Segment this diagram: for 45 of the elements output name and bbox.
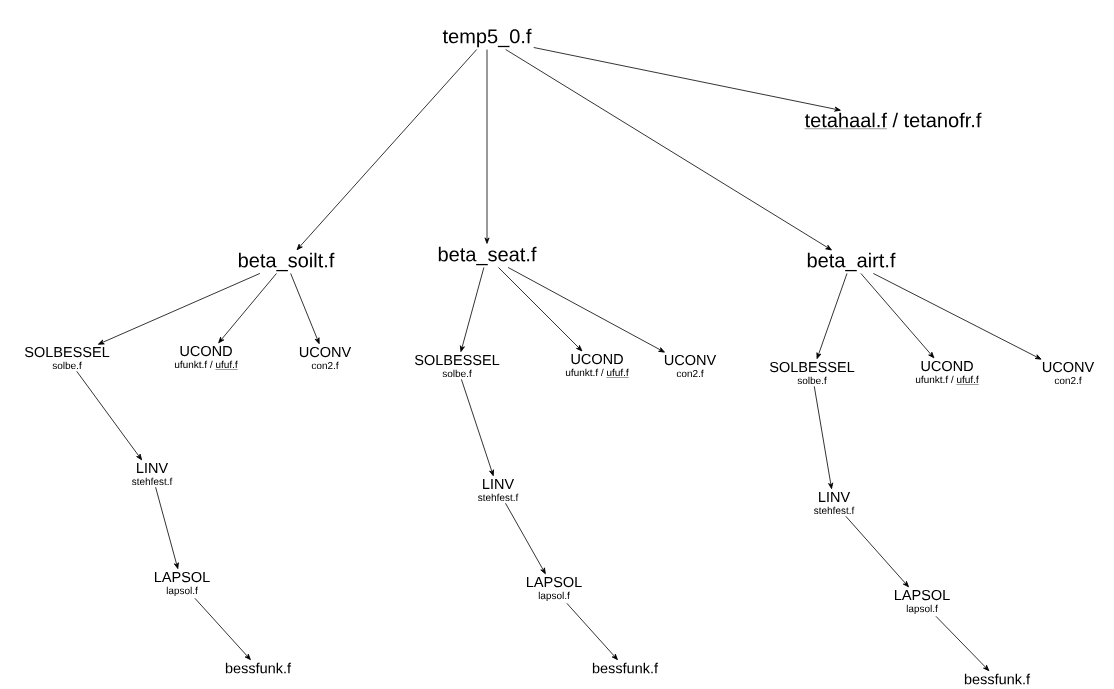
arrow [816, 273, 848, 359]
file-label: LINV stehfest.f [132, 462, 173, 486]
arrow [97, 273, 261, 345]
file-label: UCOND ufunkt.f / ufuf.f [174, 345, 238, 370]
arrow [505, 49, 832, 251]
arrow [845, 515, 909, 588]
file-label: bessfunk.f [225, 662, 292, 674]
arrow [860, 273, 935, 359]
arrow [484, 49, 490, 244]
file-label: LINV stehfest.f [814, 491, 855, 515]
file-label: SOLBESSEL solbe.f [414, 354, 500, 378]
arrow [505, 502, 546, 575]
file-label: tetahaal.f / tetanofr.f [804, 112, 982, 129]
file-label: LAPSOL lapsol.f [895, 589, 950, 615]
file-label: temp5_0.f [442, 28, 532, 48]
arrow [218, 273, 277, 344]
arrow [813, 385, 834, 490]
file-label: UCONV con2.f [664, 354, 717, 378]
file-label: UCOND ufunkt.f / ufuf.f [915, 360, 979, 385]
file-label: LINV stehfest.f [478, 478, 519, 502]
file-label: bessfunk.f [592, 662, 659, 674]
arrow [533, 47, 841, 112]
arrow [155, 486, 179, 569]
file-label: LAPSOL lapsol.f [527, 576, 582, 602]
file-label: beta_airt.f [807, 252, 896, 272]
arrow [498, 267, 583, 352]
arrow [507, 267, 665, 353]
file-label: beta_soilt.f [238, 252, 335, 272]
file-label: beta_seat.f [438, 246, 537, 266]
arrow [872, 273, 1042, 360]
arrow [459, 267, 485, 352]
arrow [296, 49, 478, 251]
arrow [194, 597, 251, 661]
arrow [76, 370, 143, 461]
arrow [461, 378, 494, 477]
file-label: bessfunk.f [964, 673, 1031, 685]
file-label: SOLBESSEL solbe.f [24, 346, 110, 370]
arrow [290, 273, 320, 345]
file-label: UCOND ufunkt.f / ufuf.f [565, 353, 629, 378]
file-label: SOLBESSEL solbe.f [769, 361, 855, 385]
file-label: LAPSOL lapsol.f [155, 571, 210, 597]
arrow [935, 615, 990, 672]
arrow [566, 602, 618, 661]
file-label: UCONV con2.f [1042, 361, 1095, 385]
file-label: UCONV con2.f [299, 346, 352, 370]
